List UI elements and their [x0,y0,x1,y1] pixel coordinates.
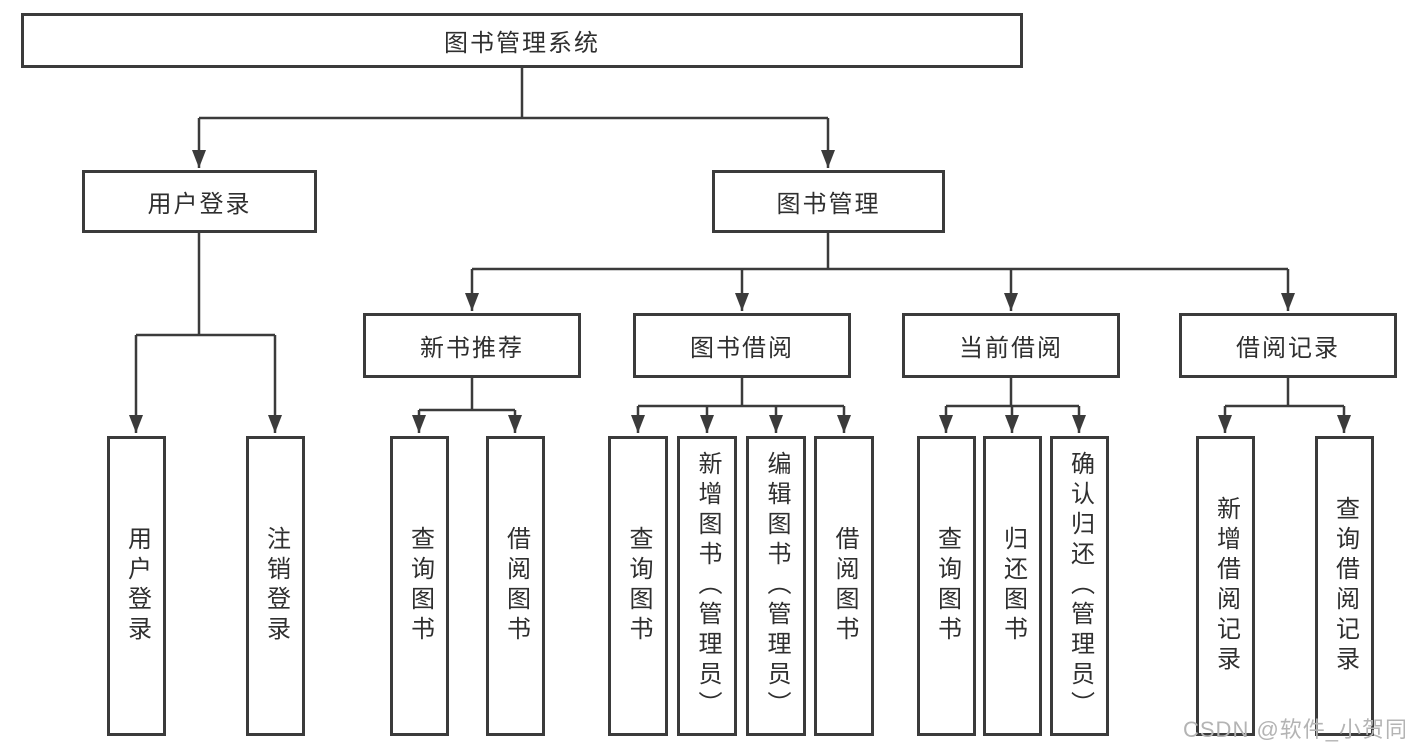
node-new-book-recommend: 新书推荐 [363,313,581,378]
node-book-borrow: 图书借阅 [633,313,851,378]
node-root-system-label: 图书管理系统 [444,30,600,57]
leaf-user-login-label: 用户登录 [123,526,151,646]
leaf-current-query-books-label: 查询图书 [933,526,961,646]
leaf-recommend-borrow-books-label: 借阅图书 [502,526,530,646]
node-borrow-records: 借阅记录 [1179,313,1397,378]
node-book-management-label: 图书管理 [776,191,881,218]
node-borrow-records-label: 借阅记录 [1236,335,1340,362]
leaf-recommend-query-books-label: 查询图书 [406,526,434,646]
leaf-add-books-admin: 新增图书（管理员） [677,436,737,736]
leaf-return-books: 归还图书 [983,436,1042,736]
leaf-logout: 注销登录 [246,436,305,736]
leaf-borrow-books-label: 借阅图书 [831,526,858,646]
leaf-return-books-label: 归还图书 [999,526,1027,646]
leaf-borrow-query-books-label: 查询图书 [625,526,652,646]
node-current-borrow-label: 当前借阅 [959,335,1063,362]
node-root-system: 图书管理系统 [21,13,1023,68]
leaf-add-books-admin-label: 新增图书（管理员） [694,451,721,721]
leaf-add-borrow-record-label: 新增借阅记录 [1212,496,1240,676]
leaf-recommend-borrow-books: 借阅图书 [486,436,545,736]
leaf-current-query-books: 查询图书 [917,436,976,736]
leaf-query-borrow-record-label: 查询借阅记录 [1331,496,1359,676]
leaf-edit-books-admin-label: 编辑图书（管理员） [763,451,790,721]
leaf-add-borrow-record: 新增借阅记录 [1196,436,1255,736]
leaf-borrow-query-books: 查询图书 [608,436,668,736]
node-book-management: 图书管理 [712,170,945,233]
node-user-login: 用户登录 [82,170,317,233]
leaf-confirm-return-admin-label: 确认归还（管理员） [1066,451,1094,721]
node-new-book-recommend-label: 新书推荐 [420,335,524,362]
csdn-watermark: CSDN @软件_小贺同学 [1183,717,1405,742]
leaf-user-login: 用户登录 [107,436,166,736]
leaf-borrow-books: 借阅图书 [814,436,874,736]
node-book-borrow-label: 图书借阅 [690,335,794,362]
leaf-edit-books-admin: 编辑图书（管理员） [746,436,806,736]
leaf-confirm-return-admin: 确认归还（管理员） [1050,436,1109,736]
leaf-recommend-query-books: 查询图书 [390,436,449,736]
node-current-borrow: 当前借阅 [902,313,1120,378]
leaf-logout-label: 注销登录 [262,526,290,646]
node-user-login-label: 用户登录 [147,191,252,218]
leaf-query-borrow-record: 查询借阅记录 [1315,436,1374,736]
